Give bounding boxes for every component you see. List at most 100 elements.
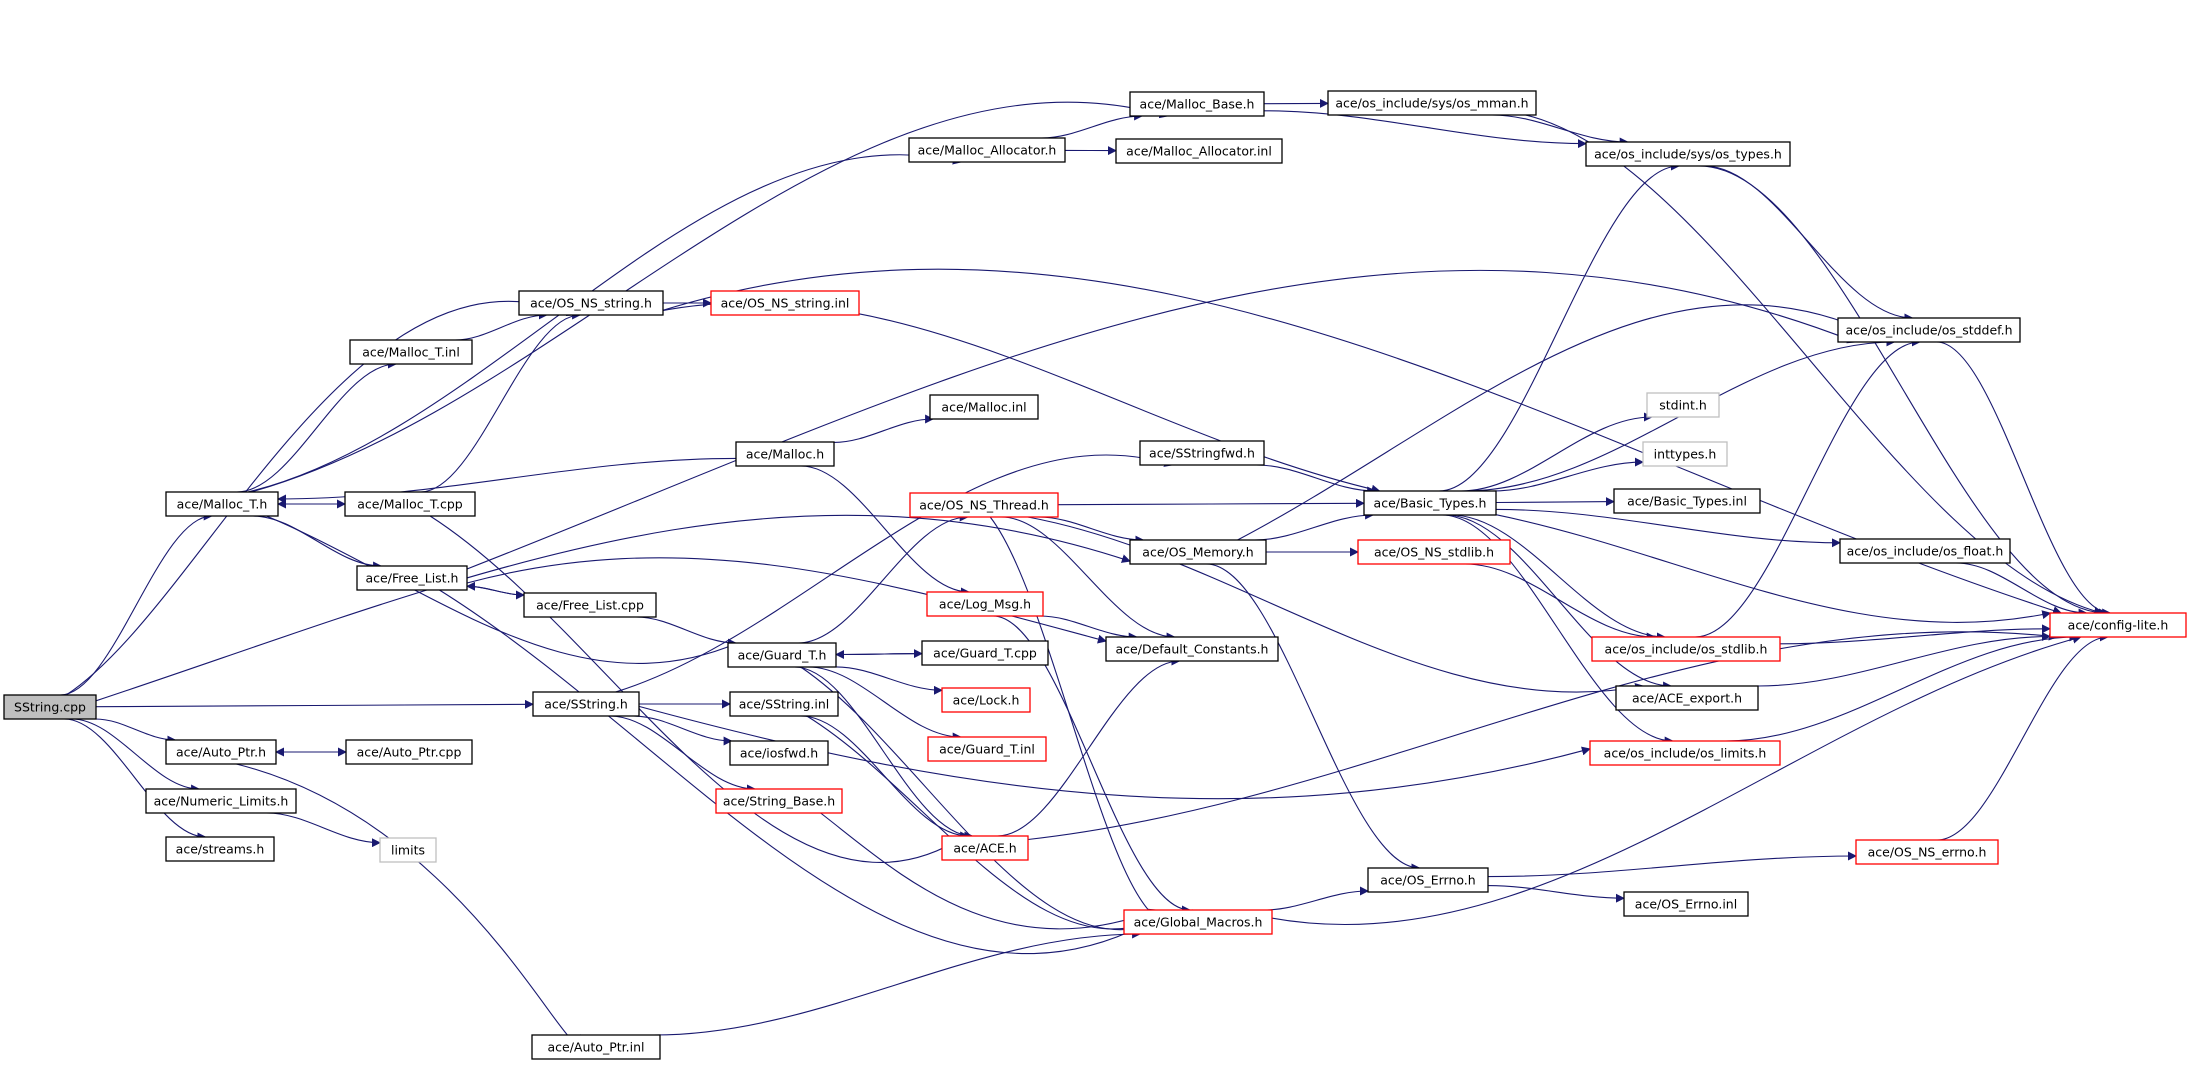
file-node-os-ns-errno-h[interactable]: ace/OS_NS_errno.h bbox=[1855, 839, 1999, 865]
file-node-malloc-h[interactable]: ace/Malloc.h bbox=[735, 441, 835, 467]
file-node-box[interactable] bbox=[909, 492, 1059, 518]
file-node-guard-t-cpp[interactable]: ace/Guard_T.cpp bbox=[921, 640, 1049, 666]
file-node-box[interactable] bbox=[729, 691, 839, 717]
file-node-box[interactable] bbox=[927, 736, 1047, 762]
file-node-box[interactable] bbox=[1357, 539, 1511, 565]
file-node-box[interactable] bbox=[735, 441, 835, 467]
file-node-box[interactable] bbox=[1105, 636, 1279, 662]
file-node-ace-export-h[interactable]: ace/ACE_export.h bbox=[1615, 685, 1759, 711]
file-node-box[interactable] bbox=[715, 788, 843, 814]
file-node-sstring-cpp[interactable]: SString.cpp bbox=[3, 694, 97, 720]
file-node-ace-h[interactable]: ace/ACE.h bbox=[941, 835, 1029, 861]
file-node-box[interactable] bbox=[1623, 891, 1749, 917]
file-node-basic-types-inl[interactable]: ace/Basic_Types.inl bbox=[1613, 488, 1761, 514]
file-node-box[interactable] bbox=[1139, 440, 1265, 466]
file-node-box[interactable] bbox=[926, 591, 1044, 617]
file-node-box[interactable] bbox=[1589, 740, 1781, 766]
file-node-malloc-t-cpp[interactable]: ace/Malloc_T.cpp bbox=[344, 491, 476, 517]
file-node-free-list-h[interactable]: ace/Free_List.h bbox=[356, 565, 468, 591]
file-node-box[interactable] bbox=[349, 339, 473, 365]
file-node-box[interactable] bbox=[1129, 91, 1265, 117]
file-node-sstringfwd-h[interactable]: ace/SStringfwd.h bbox=[1139, 440, 1265, 466]
file-node-box[interactable] bbox=[729, 740, 829, 766]
file-node-numeric-limits-h[interactable]: ace/Numeric_Limits.h bbox=[145, 788, 297, 814]
file-node-box[interactable] bbox=[727, 642, 837, 668]
file-node-os-stddef-h[interactable]: ace/os_include/os_stddef.h bbox=[1837, 317, 2021, 343]
file-node-box[interactable] bbox=[345, 739, 473, 765]
file-node-os-errno-inl[interactable]: ace/OS_Errno.inl bbox=[1623, 891, 1749, 917]
file-node-os-memory-h[interactable]: ace/OS_Memory.h bbox=[1129, 539, 1267, 565]
file-node-box[interactable] bbox=[1123, 909, 1273, 935]
file-node-box[interactable] bbox=[532, 691, 640, 717]
file-node-os-ns-stdlib-h[interactable]: ace/OS_NS_stdlib.h bbox=[1357, 539, 1511, 565]
file-node-free-list-cpp[interactable]: ace/Free_List.cpp bbox=[523, 592, 657, 618]
file-node-box[interactable] bbox=[523, 592, 657, 618]
file-node-box[interactable] bbox=[941, 835, 1029, 861]
file-node-guard-t-inl[interactable]: ace/Guard_T.inl bbox=[927, 736, 1047, 762]
file-node-os-sys-mman-h[interactable]: ace/os_include/sys/os_mman.h bbox=[1327, 90, 1537, 116]
file-node-box[interactable] bbox=[165, 836, 275, 862]
file-node-box[interactable] bbox=[710, 290, 860, 316]
file-node-box[interactable] bbox=[379, 837, 437, 863]
file-node-default-constants-h[interactable]: ace/Default_Constants.h bbox=[1105, 636, 1279, 662]
file-node-basic-types-h[interactable]: ace/Basic_Types.h bbox=[1363, 490, 1497, 516]
file-node-box[interactable] bbox=[1839, 538, 2011, 564]
file-node-box[interactable] bbox=[929, 394, 1039, 420]
file-node-box[interactable] bbox=[1591, 636, 1781, 662]
file-node-box[interactable] bbox=[165, 491, 279, 517]
file-node-stdint-h[interactable]: stdint.h bbox=[1646, 392, 1720, 418]
file-node-box[interactable] bbox=[531, 1034, 661, 1060]
file-node-malloc-allocator-inl[interactable]: ace/Malloc_Allocator.inl bbox=[1115, 138, 1283, 164]
file-node-box[interactable] bbox=[1327, 90, 1537, 116]
file-node-string-base-h[interactable]: ace/String_Base.h bbox=[715, 788, 843, 814]
file-node-box[interactable] bbox=[1855, 839, 1999, 865]
file-node-box[interactable] bbox=[941, 687, 1031, 713]
file-node-malloc-inl[interactable]: ace/Malloc.inl bbox=[929, 394, 1039, 420]
file-node-inttypes-h[interactable]: inttypes.h bbox=[1642, 441, 1728, 467]
file-node-box[interactable] bbox=[2049, 612, 2187, 638]
file-node-box[interactable] bbox=[1837, 317, 2021, 343]
file-node-box[interactable] bbox=[1363, 490, 1497, 516]
file-node-box[interactable] bbox=[1115, 138, 1283, 164]
file-node-box[interactable] bbox=[1367, 867, 1489, 893]
file-node-box[interactable] bbox=[908, 137, 1066, 163]
file-node-log-msg-h[interactable]: ace/Log_Msg.h bbox=[926, 591, 1044, 617]
file-node-sstring-inl[interactable]: ace/SString.inl bbox=[729, 691, 839, 717]
file-node-box[interactable] bbox=[1613, 488, 1761, 514]
file-node-auto-ptr-cpp[interactable]: ace/Auto_Ptr.cpp bbox=[345, 739, 473, 765]
file-node-malloc-base-h[interactable]: ace/Malloc_Base.h bbox=[1129, 91, 1265, 117]
file-node-guard-t-h[interactable]: ace/Guard_T.h bbox=[727, 642, 837, 668]
file-node-global-macros-h[interactable]: ace/Global_Macros.h bbox=[1123, 909, 1273, 935]
file-node-box[interactable] bbox=[145, 788, 297, 814]
file-node-os-errno-h[interactable]: ace/OS_Errno.h bbox=[1367, 867, 1489, 893]
file-node-box[interactable] bbox=[1129, 539, 1267, 565]
file-node-auto-ptr-h[interactable]: ace/Auto_Ptr.h bbox=[165, 739, 277, 765]
file-node-box[interactable] bbox=[1646, 392, 1720, 418]
file-node-box[interactable] bbox=[3, 694, 97, 720]
file-node-box[interactable] bbox=[344, 491, 476, 517]
file-node-os-stdlib-h[interactable]: ace/os_include/os_stdlib.h bbox=[1591, 636, 1781, 662]
file-node-os-float-h[interactable]: ace/os_include/os_float.h bbox=[1839, 538, 2011, 564]
file-node-malloc-t-inl[interactable]: ace/Malloc_T.inl bbox=[349, 339, 473, 365]
file-node-box[interactable] bbox=[165, 739, 277, 765]
file-node-config-lite-h[interactable]: ace/config-lite.h bbox=[2049, 612, 2187, 638]
file-node-os-ns-string-h[interactable]: ace/OS_NS_string.h bbox=[518, 290, 664, 316]
file-node-box[interactable] bbox=[1615, 685, 1759, 711]
file-node-lock-h[interactable]: ace/Lock.h bbox=[941, 687, 1031, 713]
file-node-box[interactable] bbox=[1585, 141, 1791, 167]
file-node-auto-ptr-inl[interactable]: ace/Auto_Ptr.inl bbox=[531, 1034, 661, 1060]
file-node-malloc-allocator-h[interactable]: ace/Malloc_Allocator.h bbox=[908, 137, 1066, 163]
file-node-box[interactable] bbox=[921, 640, 1049, 666]
file-node-os-ns-string-inl[interactable]: ace/OS_NS_string.inl bbox=[710, 290, 860, 316]
file-node-box[interactable] bbox=[356, 565, 468, 591]
file-node-malloc-t-h[interactable]: ace/Malloc_T.h bbox=[165, 491, 279, 517]
file-node-streams-h[interactable]: ace/streams.h bbox=[165, 836, 275, 862]
file-node-box[interactable] bbox=[518, 290, 664, 316]
file-node-limits[interactable]: limits bbox=[379, 837, 437, 863]
file-node-os-sys-types-h[interactable]: ace/os_include/sys/os_types.h bbox=[1585, 141, 1791, 167]
file-node-sstring-h[interactable]: ace/SString.h bbox=[532, 691, 640, 717]
file-node-box[interactable] bbox=[1642, 441, 1728, 467]
file-node-iosfwd-h[interactable]: ace/iosfwd.h bbox=[729, 740, 829, 766]
file-node-os-ns-thread-h[interactable]: ace/OS_NS_Thread.h bbox=[909, 492, 1059, 518]
file-node-os-limits-h[interactable]: ace/os_include/os_limits.h bbox=[1589, 740, 1781, 766]
